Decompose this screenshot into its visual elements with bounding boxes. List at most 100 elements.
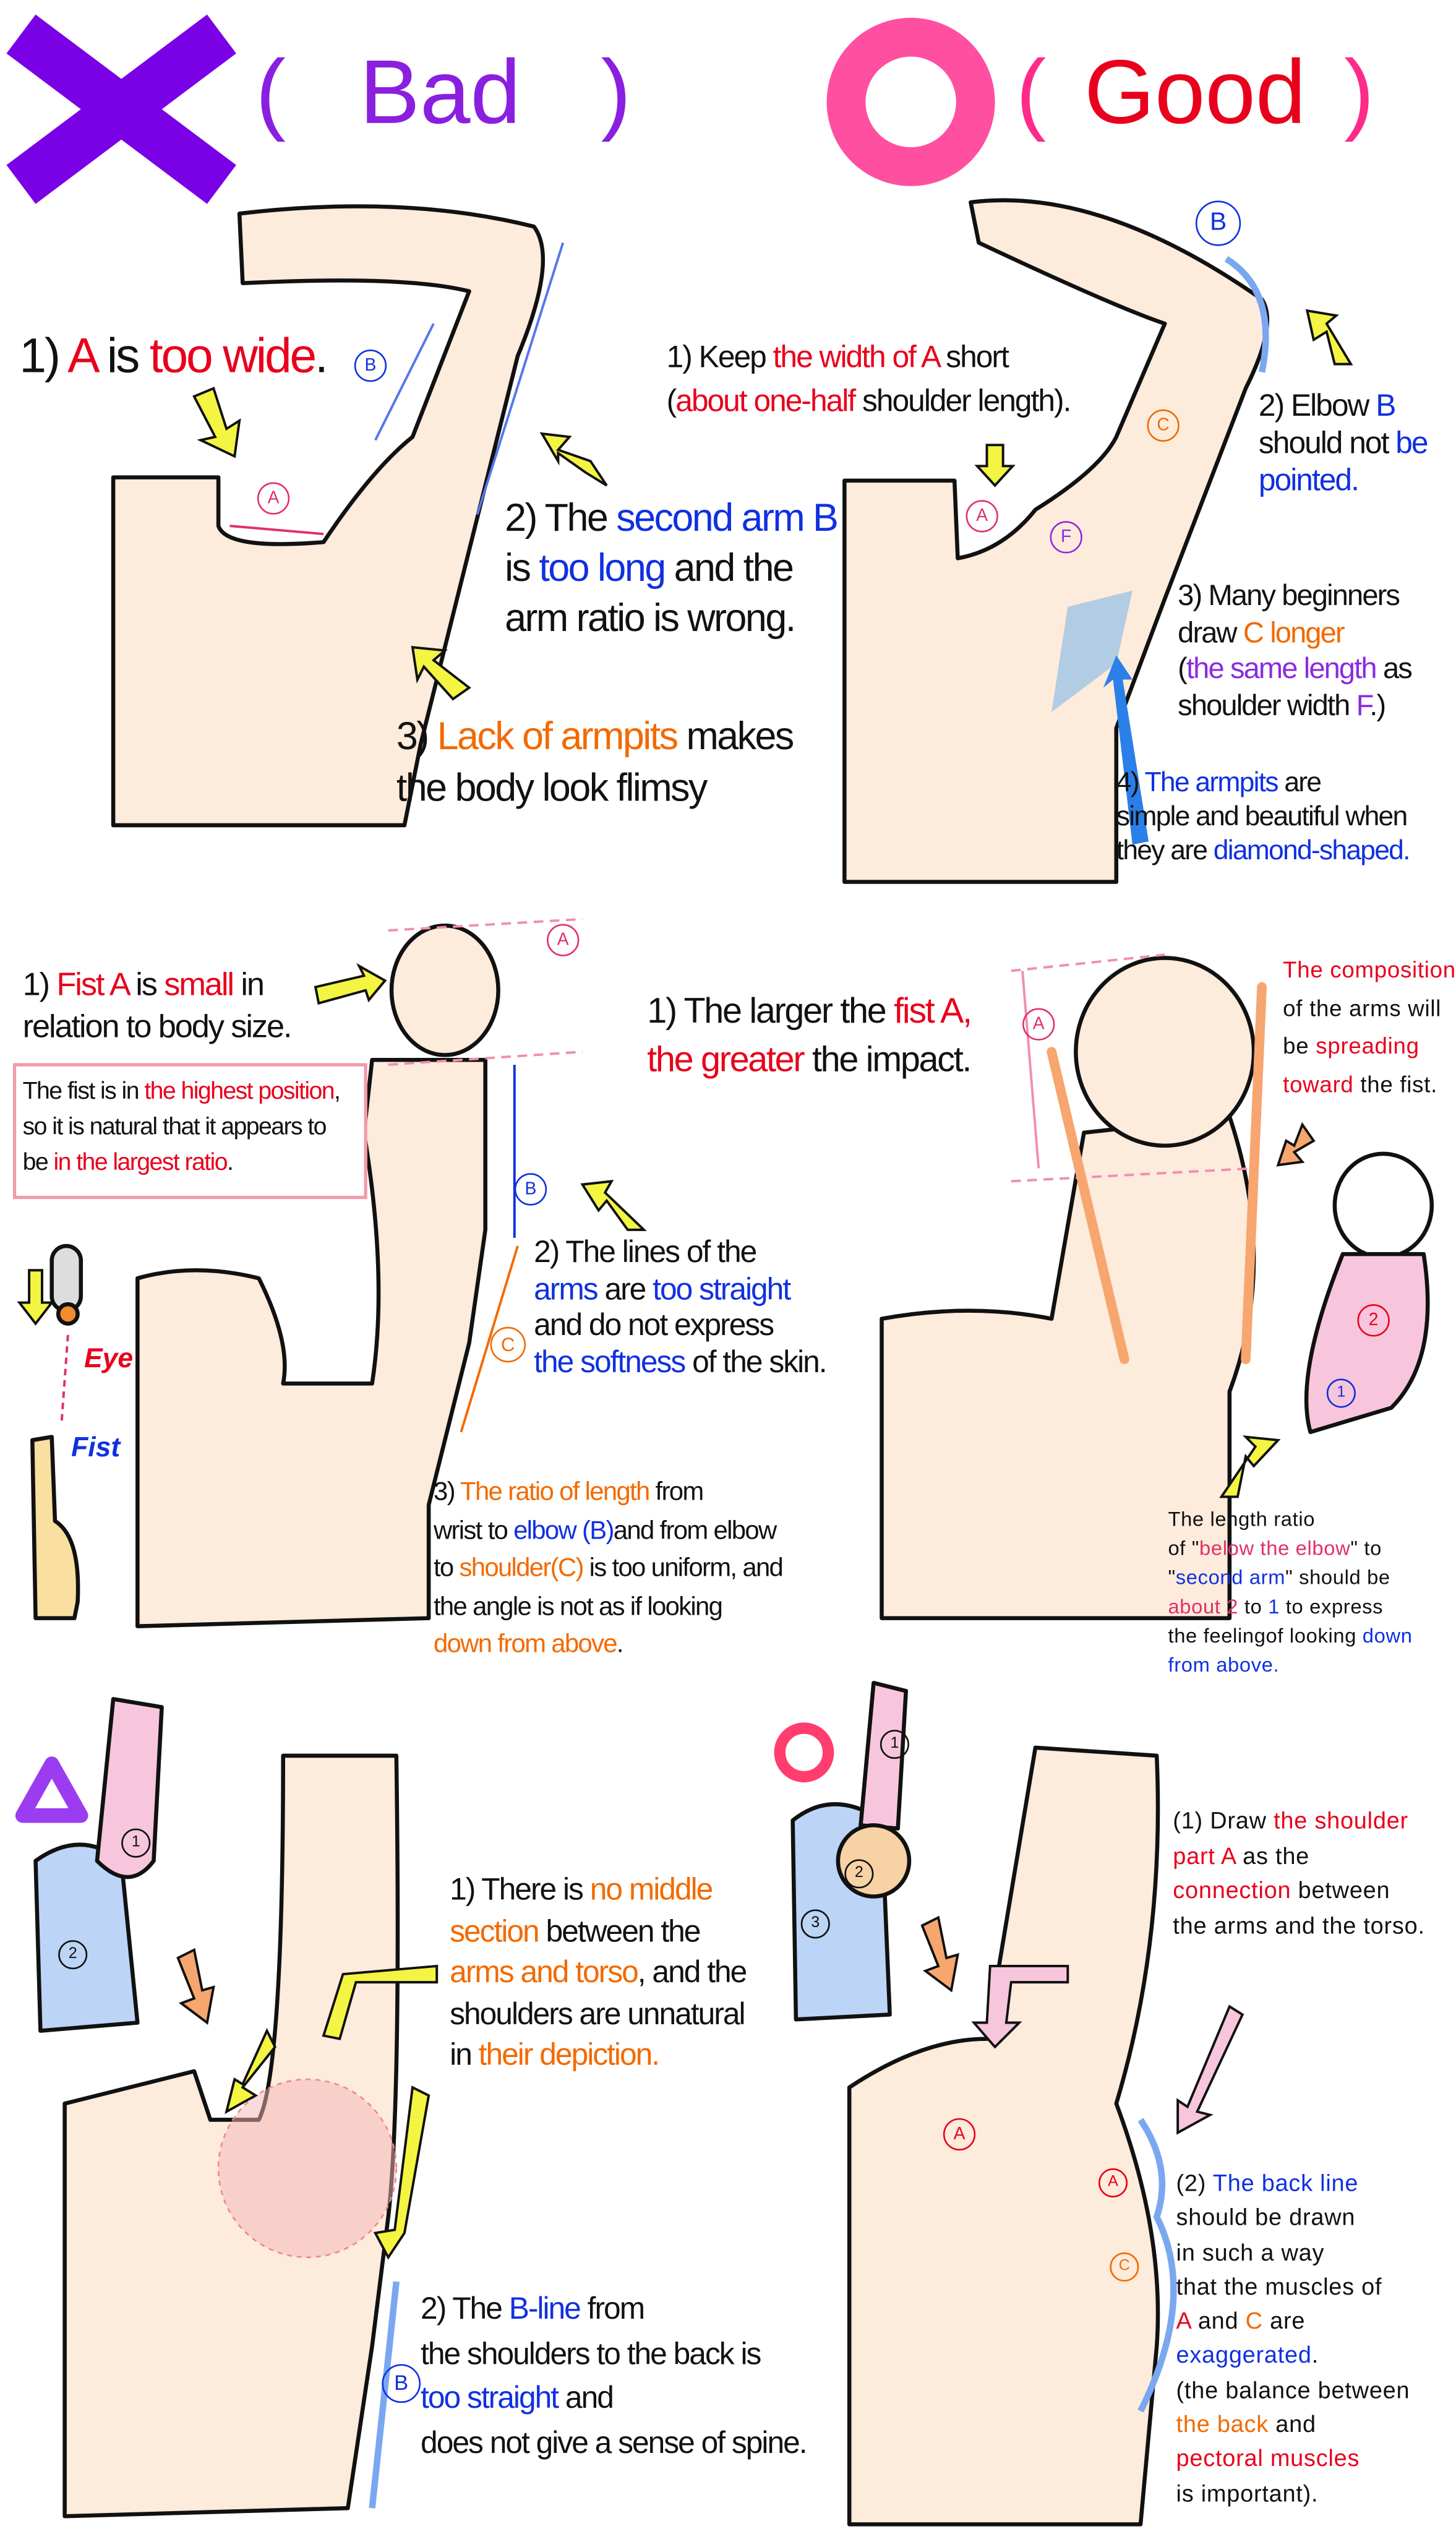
annotation-line: 3) Many beginners (1178, 578, 1411, 614)
text-segment: 1) Keep (666, 341, 773, 376)
circled-marker-2: 2 (1357, 1304, 1390, 1337)
text-segment: the angle is not as if looking (433, 1593, 723, 1621)
circled-marker-3: 3 (800, 1909, 830, 1939)
text-segment: second arm (1175, 1566, 1286, 1589)
text-segment: small (164, 968, 234, 1003)
annotation-line: A and C are (1176, 2306, 1410, 2341)
yellow-arrow-icon (314, 963, 387, 1005)
back-line-curve (1137, 2118, 1177, 2413)
text-segment: 3) (396, 715, 437, 759)
annotation-line: down from above. (434, 1626, 782, 1664)
text-segment: shoulder(C) (459, 1555, 585, 1583)
text-segment: A (1176, 2309, 1191, 2335)
text-segment: and the (664, 547, 794, 591)
text-segment: elbow (B) (513, 1517, 614, 1545)
text-segment: from (580, 2293, 645, 2327)
arm-length-arrow-b (374, 323, 435, 441)
annotation-line: that the muscles of (1176, 2272, 1410, 2306)
bad-header: ( Bad ) (255, 36, 631, 149)
annotation-line: does not give a sense of spine. (421, 2421, 808, 2466)
text-segment: the impact. (803, 1039, 972, 1080)
orange-arrow-icon (1276, 1122, 1316, 1167)
text-segment: The armpits (1144, 767, 1279, 798)
text-segment: in (450, 2038, 479, 2073)
text-segment: . (616, 1631, 624, 1659)
text-segment: connection (1173, 1878, 1291, 1905)
text-segment: fist A, (894, 990, 972, 1031)
pink-arrow-icon (1176, 2004, 1244, 2135)
text-segment: the shoulders to the back is (421, 2337, 761, 2372)
text-segment: the feelingof looking (1168, 1625, 1363, 1647)
text-segment: wrist to (433, 1517, 514, 1545)
text-segment: between the (538, 1915, 701, 1949)
text-segment: " to (1350, 1537, 1382, 1560)
text-segment: is (505, 547, 539, 591)
text-segment: as the (1235, 1844, 1310, 1870)
pink-arrow-icon (971, 1964, 1069, 2049)
text-segment: makes (677, 715, 794, 759)
text-segment: 3) Many beginners (1178, 579, 1400, 612)
annotation-line: the arms and the torso. (1173, 1910, 1424, 1945)
text-segment: they are (1116, 835, 1214, 866)
orange-arrow-icon (920, 1915, 959, 1993)
good-header: ( Good ) (1016, 36, 1374, 149)
text-segment: second arm B (616, 496, 839, 541)
text-segment: ( (666, 385, 677, 419)
circled-marker-f: F (1050, 521, 1082, 554)
annotation-cbox: The fist is in the highest position,so i… (23, 1075, 341, 1182)
circled-marker-c: C (1110, 2252, 1139, 2282)
circled-marker-b: B (514, 1173, 547, 1206)
text-segment: as (1376, 652, 1413, 685)
fist-label: Fist (71, 1432, 121, 1463)
annotation-line: 2) The second arm B (505, 494, 839, 544)
yellow-arrow-icon (192, 387, 241, 458)
annotation-line: 2) Elbow B (1259, 389, 1428, 426)
text-segment: the highest position (144, 1077, 335, 1106)
text-segment: about 2 (1168, 1595, 1239, 1618)
text-segment: The length ratio (1168, 1508, 1316, 1531)
circled-marker-a: A (257, 482, 290, 515)
eye-tube-drawing (49, 1243, 84, 1313)
text-segment: Lack of armpits (437, 715, 679, 759)
annotation-line: pointed. (1259, 463, 1428, 500)
circled-marker-a: A (966, 500, 998, 533)
circled-marker-2: 2 (844, 1859, 874, 1889)
text-segment: , (334, 1077, 341, 1106)
annotation-line: arms are too straight (534, 1273, 826, 1309)
annotation-b1: 1) A is too wide. (19, 329, 328, 387)
text-segment: 1) (22, 968, 57, 1003)
annotation-line: they are diamond-shaped. (1116, 833, 1411, 867)
text-segment: B (1376, 390, 1396, 424)
elbow-curve-line (1224, 256, 1269, 373)
annotation-line: arm ratio is wrong. (505, 594, 837, 644)
good-close-paren: ) (1343, 40, 1374, 143)
armpit-diamond-highlight (1051, 590, 1133, 712)
fist-drawing-bad (389, 923, 500, 1057)
text-segment: pectoral muscles (1176, 2447, 1360, 2473)
annotation-line: 1) Fist A is small in (23, 964, 291, 1007)
circled-marker-b: B (354, 349, 387, 382)
annotation-line: in such a way (1176, 2237, 1410, 2272)
text-segment: and do not express (534, 1309, 774, 1343)
text-segment: simple and beautiful when (1116, 801, 1408, 832)
small-arm-pink-good (859, 1680, 909, 1831)
text-segment: too long (539, 547, 666, 591)
text-segment: , and the (637, 1956, 748, 1991)
eye-drawing (56, 1302, 80, 1326)
text-segment: from (649, 1479, 704, 1507)
text-segment: shoulder length). (855, 385, 1071, 419)
annotation-line: (the balance between (1176, 2375, 1410, 2410)
dashed-guide-bottom-bad (388, 1050, 583, 1067)
text-segment: exaggerated (1176, 2343, 1312, 2370)
text-segment: the arms and the torso. (1173, 1913, 1425, 1939)
stick-figure-drawing (30, 1435, 80, 1620)
text-segment: the softness (534, 1345, 686, 1380)
text-segment: and (1268, 2413, 1316, 2439)
annotation-line: is too long and the (505, 544, 837, 594)
text-segment: 3) (433, 1479, 461, 1507)
text-segment: (2) (1176, 2171, 1213, 2197)
